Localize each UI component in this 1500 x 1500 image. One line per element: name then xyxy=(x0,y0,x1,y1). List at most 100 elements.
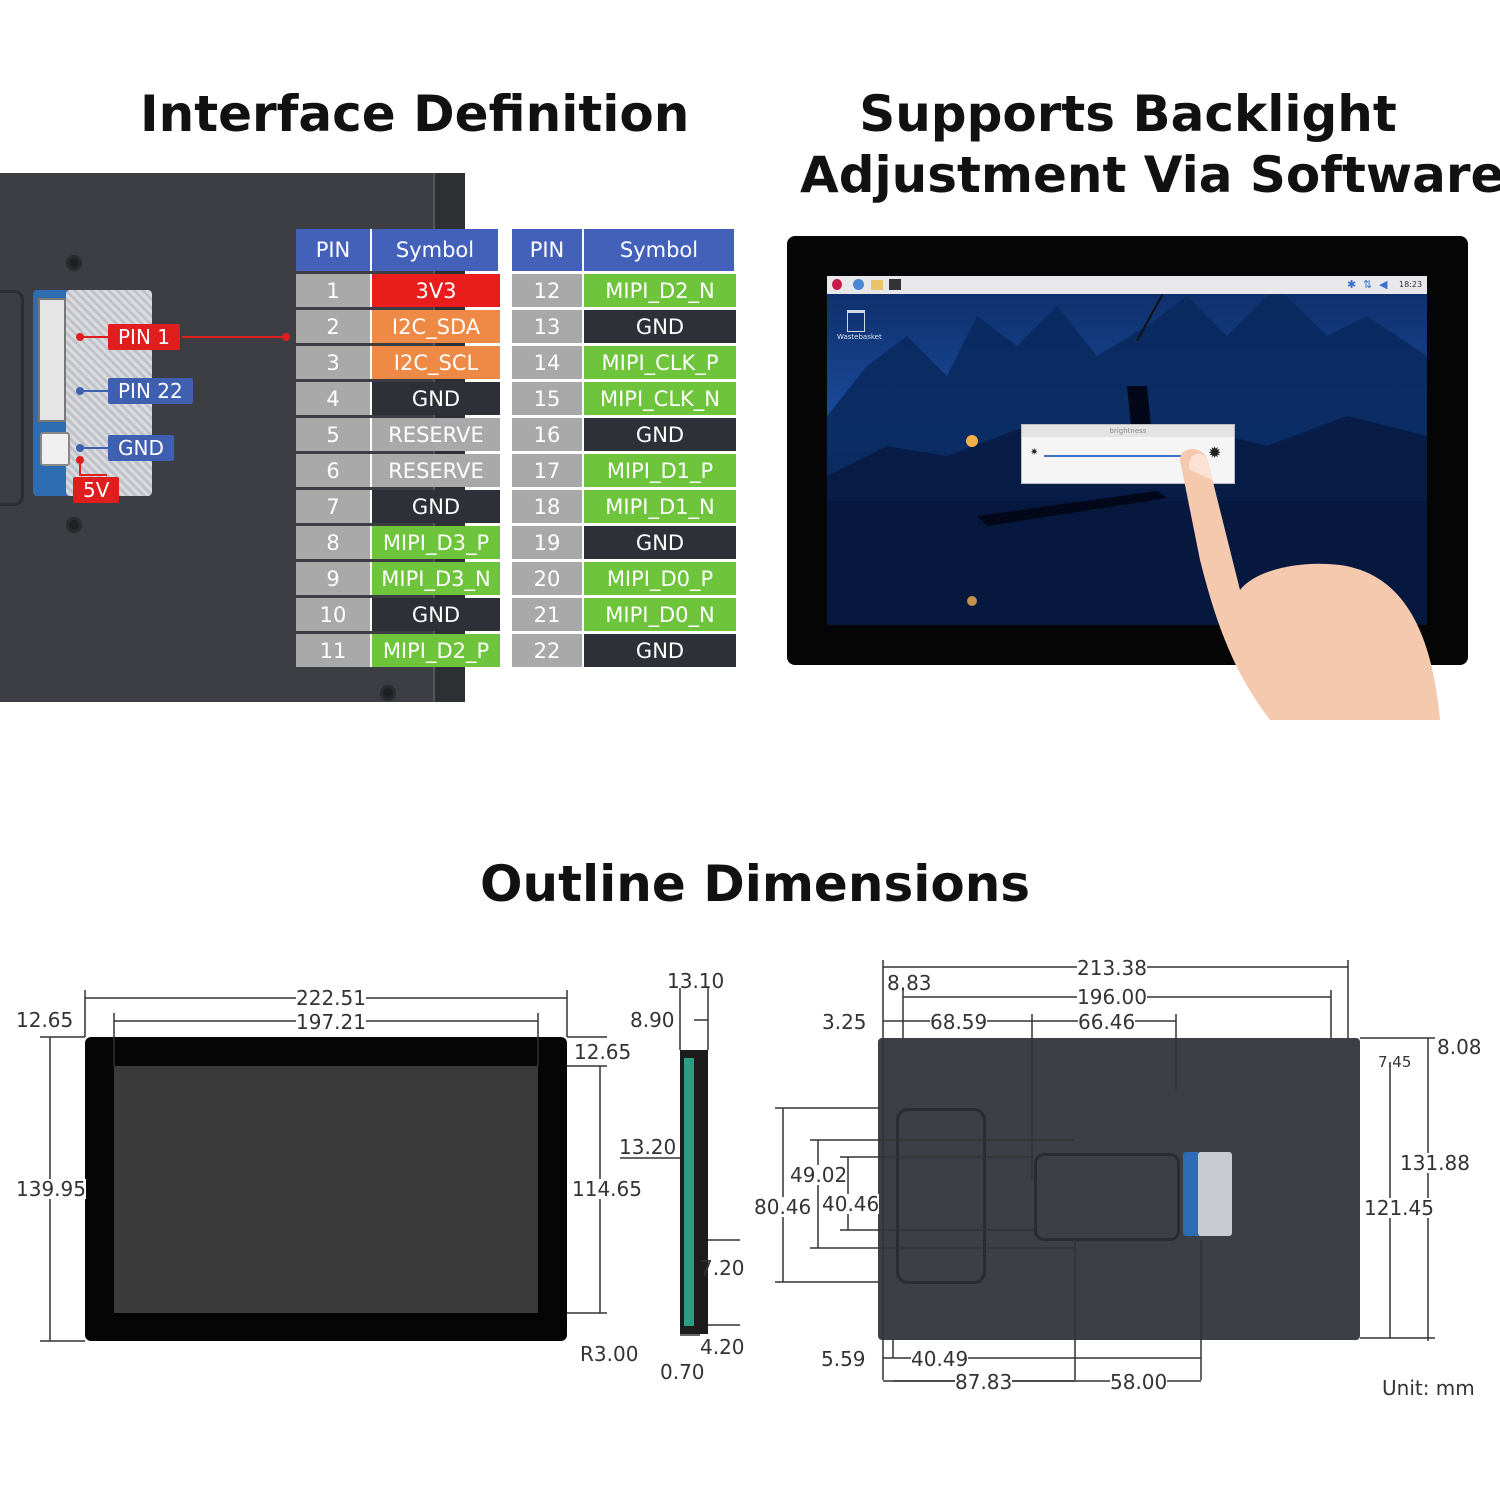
pin-number: 2 xyxy=(296,310,372,343)
symbol-header: Symbol xyxy=(372,229,500,271)
pin-symbol: MIPI_D0_P xyxy=(584,562,736,595)
dim-back-left-h1: 80.46 xyxy=(754,1195,812,1219)
pin-symbol: MIPI_D2_N xyxy=(584,274,736,307)
5v-label: 5V xyxy=(73,477,120,503)
dim-back-left-b: 3.25 xyxy=(822,1010,867,1034)
pin-number: 17 xyxy=(512,454,584,487)
dim-back-span-b: 66.46 xyxy=(1078,1010,1136,1034)
pin-number: 16 xyxy=(512,418,584,451)
back-view-cutout-tall xyxy=(896,1108,986,1284)
pin-symbol: MIPI_D3_P xyxy=(372,526,500,559)
pin-symbol: RESERVE xyxy=(372,418,500,451)
dim-back-left-h3: 40.46 xyxy=(822,1192,880,1216)
dim-back-left-h2: 49.02 xyxy=(790,1163,848,1187)
5v-leader-h xyxy=(79,474,107,476)
dim-back-bottom-b: 40.49 xyxy=(911,1347,969,1371)
dim-side-middle: 13.20 xyxy=(619,1135,677,1159)
pin-number: 21 xyxy=(512,598,584,631)
brightness-slider[interactable] xyxy=(1044,455,1200,457)
front-view-active-area xyxy=(114,1066,538,1313)
pin-number: 18 xyxy=(512,490,584,523)
dim-back-width-b: 196.00 xyxy=(1077,985,1147,1009)
pin1-leader xyxy=(80,336,108,338)
brightness-dialog-title: brightness xyxy=(1022,425,1234,437)
volume-icon[interactable]: ◀ xyxy=(1379,278,1388,291)
pin-symbol: MIPI_D3_N xyxy=(372,562,500,595)
symbol-header: Symbol xyxy=(584,229,736,271)
pin-symbol: MIPI_D0_N xyxy=(584,598,736,631)
pin-symbol: MIPI_CLK_N xyxy=(584,382,736,415)
dim-back-height-b: 121.45 xyxy=(1364,1196,1434,1220)
network-icon[interactable]: ⇅ xyxy=(1363,278,1373,291)
raspberry-menu-icon[interactable] xyxy=(832,279,842,290)
pin-number: 6 xyxy=(296,454,372,487)
pin-number: 14 xyxy=(512,346,584,379)
pin-symbol: MIPI_D2_P xyxy=(372,634,500,667)
panel-cutout xyxy=(0,290,24,506)
brightness-low-icon: ✷ xyxy=(1030,447,1039,458)
dim-back-span-a: 68.59 xyxy=(930,1010,988,1034)
browser-icon[interactable] xyxy=(853,279,864,290)
dim-back-right-top: 8.08 xyxy=(1437,1035,1482,1059)
5v-leader xyxy=(79,460,81,474)
dim-side-top-part: 8.90 xyxy=(630,1008,675,1032)
pin-number: 19 xyxy=(512,526,584,559)
pin-number: 3 xyxy=(296,346,372,379)
backlight-title-line1: Supports Backlight xyxy=(859,85,1397,143)
pin1-connector-line xyxy=(182,336,286,338)
gnd-label: GND xyxy=(108,435,174,461)
dim-back-bottom-d: 58.00 xyxy=(1110,1370,1168,1394)
screw-bottom xyxy=(66,517,82,533)
dim-back-right-inner: 7.45 xyxy=(1378,1053,1412,1071)
pin-number: 4 xyxy=(296,382,372,415)
pin-symbol: MIPI_D1_N xyxy=(584,490,736,523)
pin-number: 12 xyxy=(512,274,584,307)
pin-symbol: GND xyxy=(584,310,736,343)
pin-number: 9 xyxy=(296,562,372,595)
wastebasket-icon[interactable] xyxy=(847,310,865,332)
pin-symbol: GND xyxy=(372,598,500,631)
pin22-label: PIN 22 xyxy=(108,378,193,404)
brightness-high-icon: ✹ xyxy=(1208,443,1222,462)
dim-side-bottom-a: 4.20 xyxy=(700,1335,745,1359)
dim-front-radius: R3.00 xyxy=(580,1342,639,1366)
folder-icon[interactable] xyxy=(871,280,883,290)
dim-front-height-outer: 139.95 xyxy=(16,1177,86,1201)
pin-number: 11 xyxy=(296,634,372,667)
backlight-title-line2: Adjustment Via Software xyxy=(800,146,1500,204)
wastebasket-label: Wastebasket xyxy=(837,333,882,341)
dim-side-bottom-b: 0.70 xyxy=(660,1360,705,1384)
pin-symbol: GND xyxy=(584,634,736,667)
pin-number: 13 xyxy=(512,310,584,343)
dim-back-left-a: 8.83 xyxy=(887,971,932,995)
back-view-cutout-wide xyxy=(1034,1153,1180,1241)
pin-header: PIN xyxy=(512,229,584,271)
pin-symbol: I2C_SCL xyxy=(372,346,500,379)
pin-symbol: MIPI_D1_P xyxy=(584,454,736,487)
terminal-icon[interactable] xyxy=(889,279,901,290)
dim-front-height-inner: 114.65 xyxy=(572,1177,642,1201)
pin-number: 20 xyxy=(512,562,584,595)
dimension-lines xyxy=(40,960,1435,1382)
back-view-shield xyxy=(1198,1152,1232,1236)
pin-number: 7 xyxy=(296,490,372,523)
pin-symbol: I2C_SDA xyxy=(372,310,500,343)
interface-definition-title: Interface Definition xyxy=(140,85,690,143)
unit-label: Unit: mm xyxy=(1382,1376,1475,1400)
dim-front-left-margin: 12.65 xyxy=(16,1008,74,1032)
pin-symbol: GND xyxy=(584,526,736,559)
bluetooth-icon[interactable]: ✱ xyxy=(1347,278,1357,291)
pin-number: 5 xyxy=(296,418,372,451)
